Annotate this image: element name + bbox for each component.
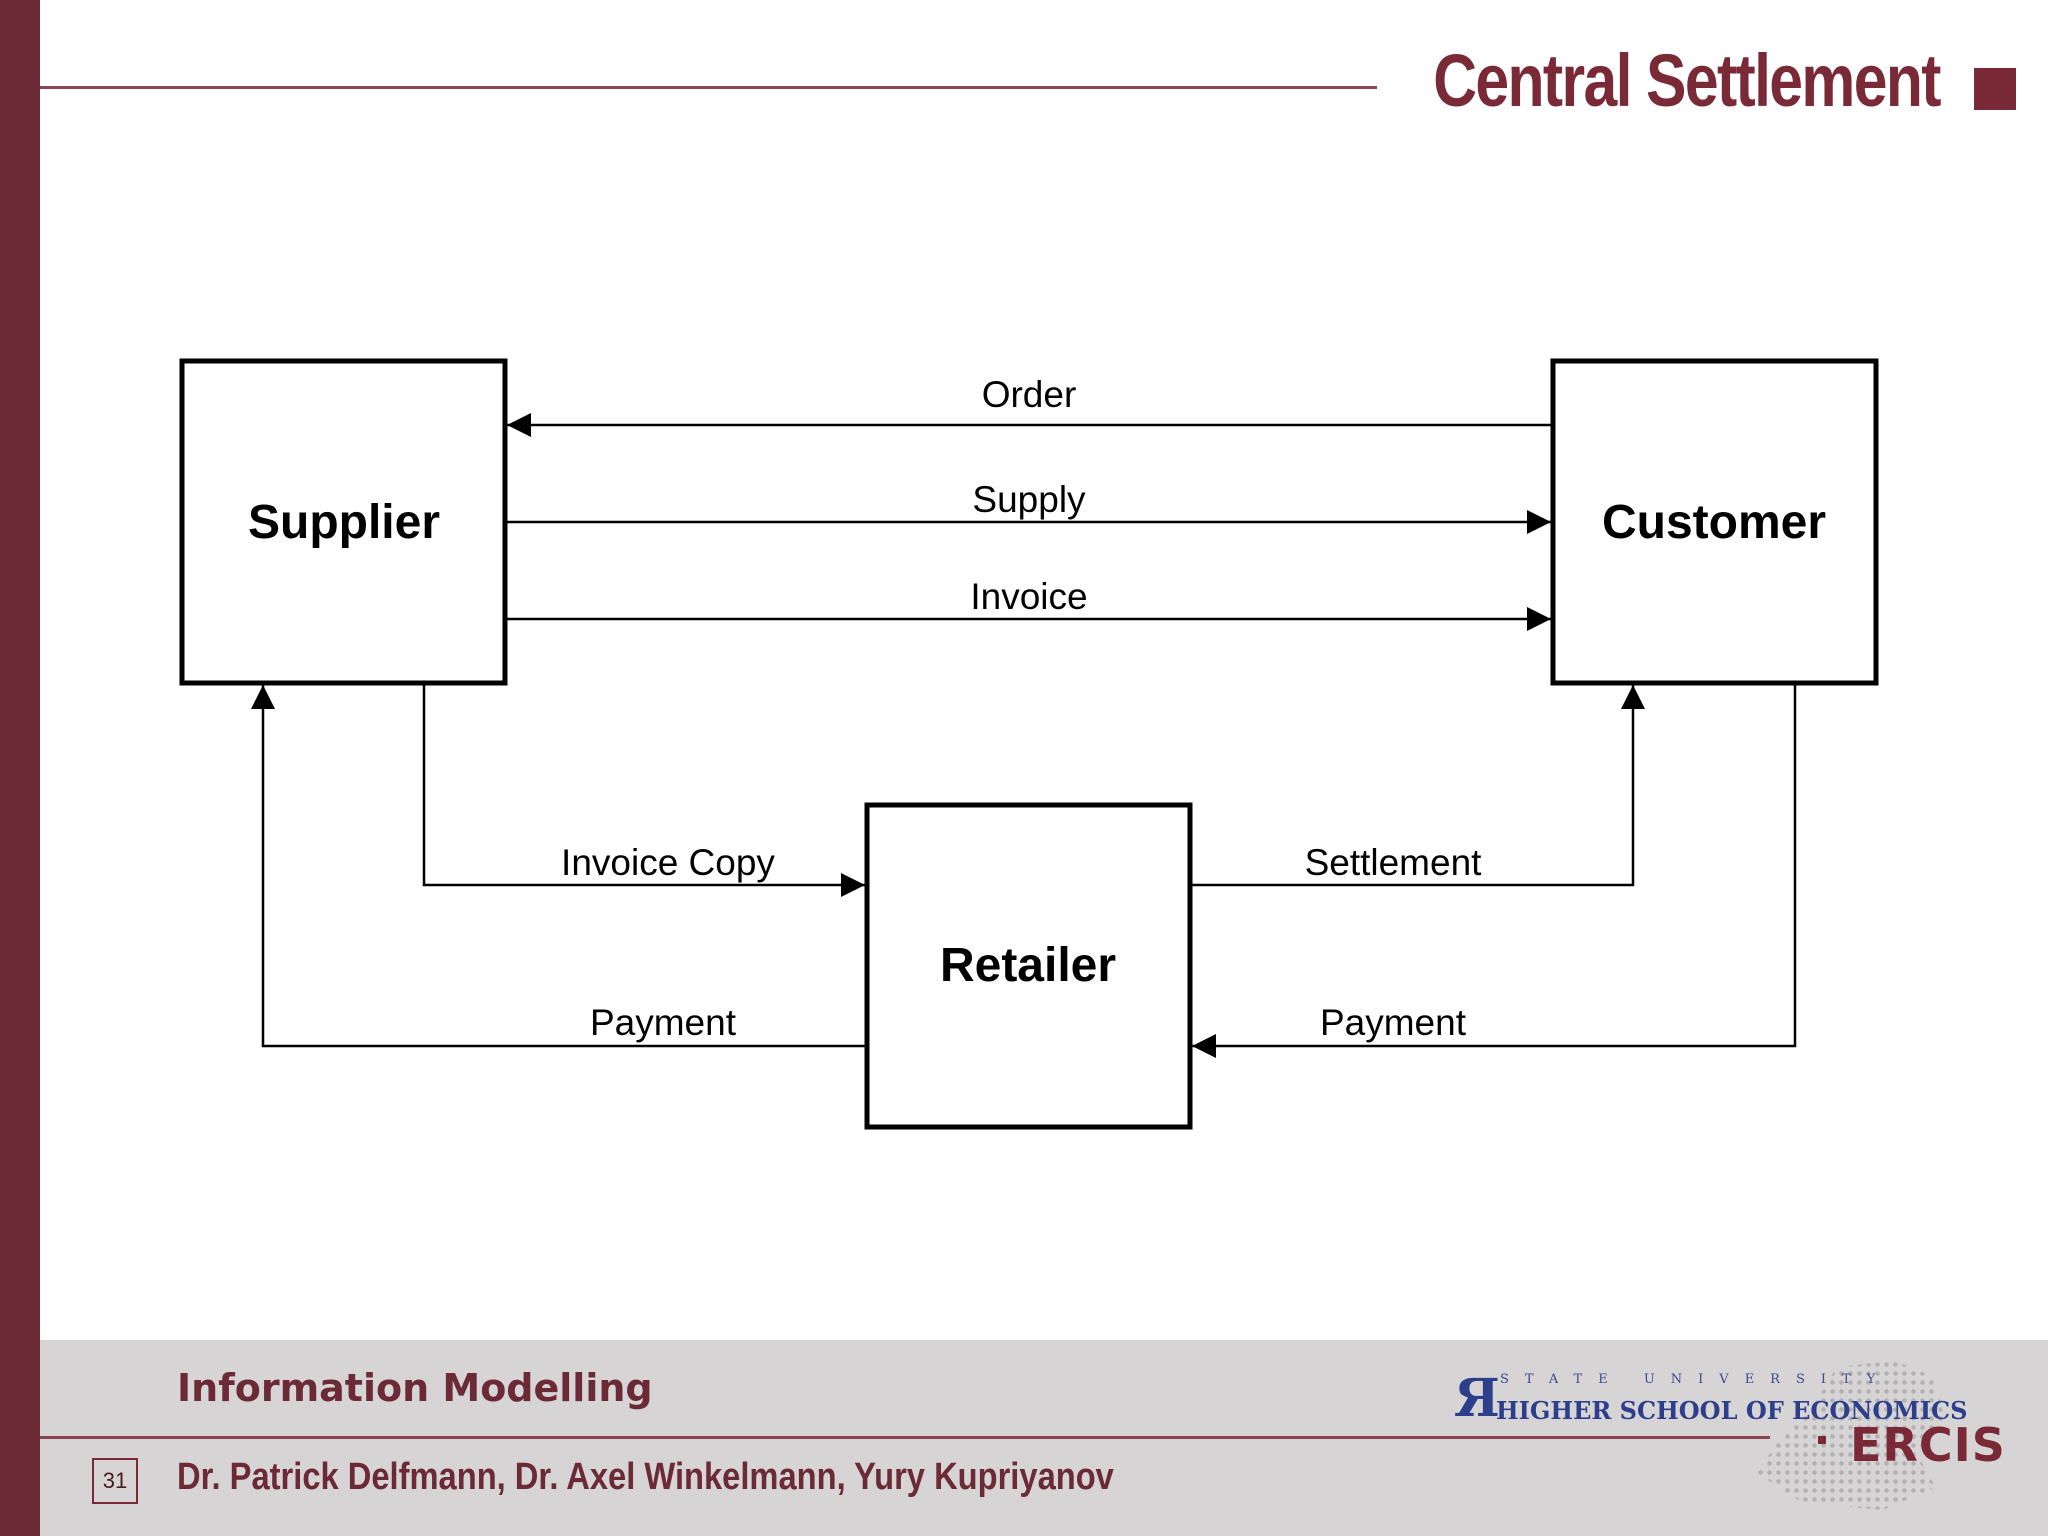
payment-to-retailer-arrow <box>1192 683 1797 1058</box>
page-number: 31 <box>92 1458 138 1504</box>
title-divider <box>40 86 1377 89</box>
ercis-dot-icon <box>1818 1436 1826 1444</box>
supplier-label: Supplier <box>248 496 440 549</box>
payment-to-supplier-arrow <box>251 685 867 1048</box>
left-accent-bar <box>0 0 40 1536</box>
footer-divider <box>40 1436 1770 1439</box>
supply-label: Supply <box>972 479 1086 520</box>
university-logos: Я STATE UNIVERSITY HIGHER SCHOOL OF ECON… <box>1450 1360 2030 1510</box>
logo-ercis-text: ERCIS <box>1850 1418 2006 1472</box>
payment-to-retailer-label: Payment <box>1320 1002 1467 1043</box>
supplier-node <box>179 358 508 686</box>
title-square-icon <box>1974 68 2016 110</box>
retailer-label: Retailer <box>940 939 1116 992</box>
logo-state-university-text: STATE UNIVERSITY <box>1500 1372 1892 1387</box>
order-label: Order <box>982 374 1077 415</box>
customer-node <box>1550 358 1879 686</box>
slide-title: Central Settlement <box>1433 39 1941 122</box>
authors-line: Dr. Patrick Delfmann, Dr. Axel Winkelman… <box>177 1456 1114 1498</box>
flow-diagram: Supplier Customer Retailer Order Supply … <box>179 358 1879 1130</box>
settlement-arrow <box>1190 685 1645 887</box>
payment-to-supplier-label: Payment <box>590 1002 737 1043</box>
retailer-node <box>864 802 1193 1130</box>
settlement-label: Settlement <box>1305 842 1483 883</box>
logo-hse-text: HIGHER SCHOOL OF ECONOMICS <box>1496 1396 1968 1425</box>
invoice-label: Invoice <box>970 576 1087 617</box>
invoice-copy-label: Invoice Copy <box>561 842 775 883</box>
customer-label: Customer <box>1602 496 1826 549</box>
hse-emblem-icon: Я <box>1454 1368 1500 1429</box>
invoice-copy-arrow <box>422 683 865 897</box>
course-title: Information Modelling <box>177 1366 653 1410</box>
